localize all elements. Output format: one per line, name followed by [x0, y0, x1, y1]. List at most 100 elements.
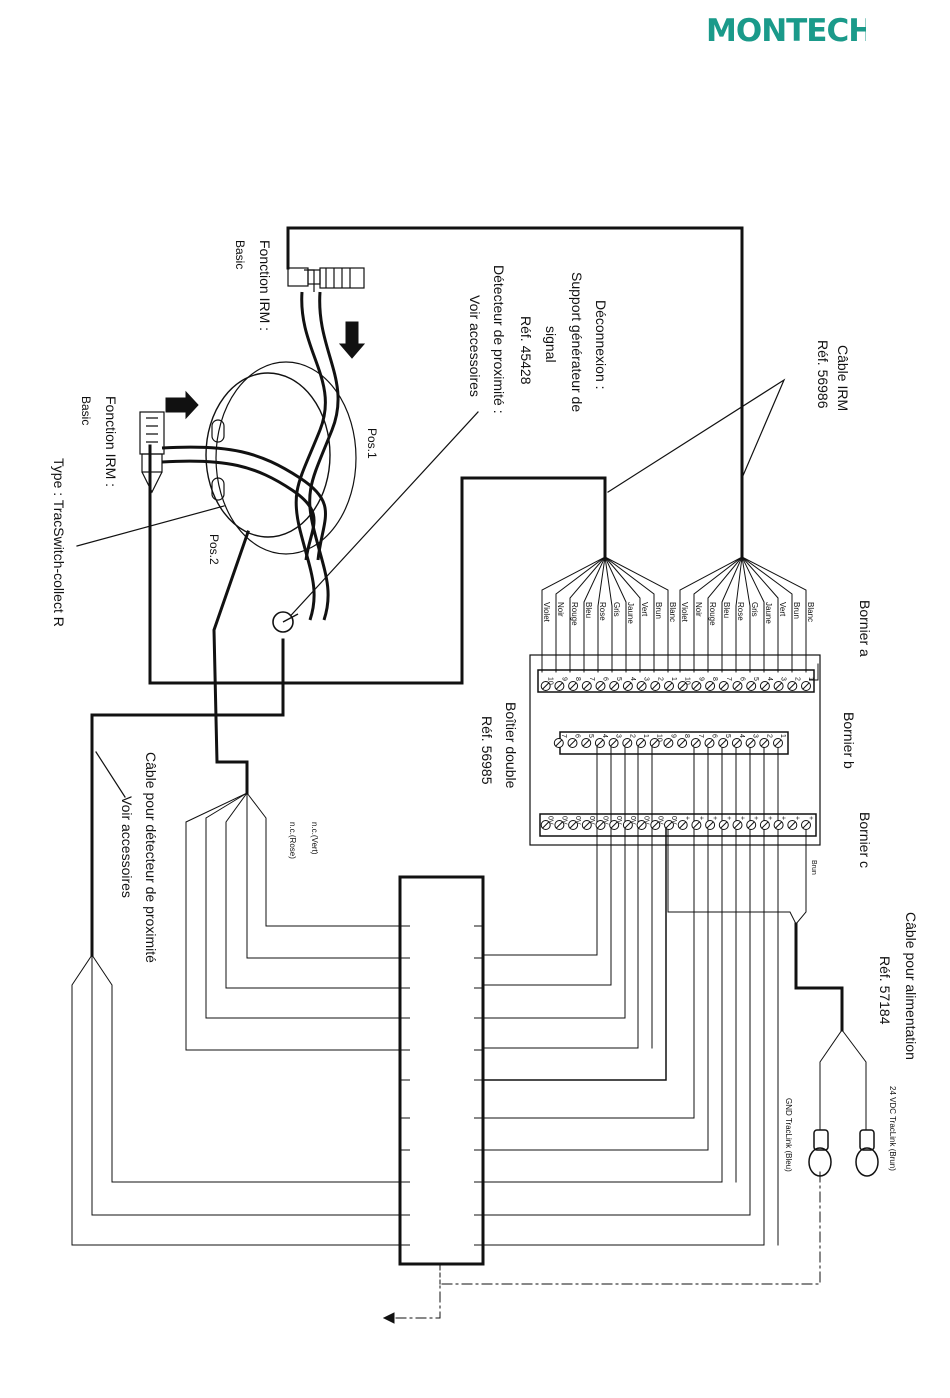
bornier-c-number: 0V: [588, 816, 595, 825]
wire-color-labels: BlancBrunVertJauneGrisRoseBleuRougeNoirV…: [542, 602, 815, 626]
bornier-a-number: 5: [752, 677, 759, 681]
wire-label-b-7: Rouge: [570, 602, 579, 626]
double-box-outline: [529, 654, 821, 846]
wire-label-a-5: Rose: [736, 602, 745, 621]
bornier-b-number: 6: [711, 734, 718, 738]
wire-label-b-4: Gris: [612, 602, 621, 617]
bornier-b-number: 7: [697, 734, 704, 738]
wire-label-a-4: Gris: [750, 602, 759, 617]
bornier-b-number: 2: [765, 734, 772, 738]
bornier-c-number: 0V: [574, 816, 581, 825]
bornier-a-fan: [541, 556, 807, 673]
bornier-a-number: 8: [574, 677, 581, 681]
bornier-a-number: 4: [629, 677, 636, 681]
bornier-a-number: 7: [588, 677, 595, 681]
bornier-c-strip: [539, 813, 817, 837]
terminal-group: [540, 681, 811, 830]
bornier-c-number: +: [766, 816, 773, 820]
prox-cable-label: Câble pour détecteur de proximité: [143, 752, 159, 963]
bornier-a-number: 2: [656, 677, 663, 681]
brun-label: Brun: [810, 860, 817, 875]
montech-logo: MONTECH: [706, 8, 874, 52]
power-cable-ref-label: Réf. 57184: [877, 956, 893, 1025]
bornier-c-number: +: [752, 816, 759, 820]
gnd-label: GND TracLink (Bleu): [784, 1098, 793, 1172]
irm-cable-label: Câble IRM: [835, 345, 851, 411]
wire-label-a-6: Bleu: [722, 602, 731, 618]
leader-lines: [76, 378, 786, 798]
pos2-label: Pos.2: [207, 534, 221, 565]
bornier-b-number: 6: [574, 734, 581, 738]
bornier-a-number: 10: [684, 677, 691, 685]
bornier-c-number: 0V: [560, 816, 567, 825]
bornier-c-number: +: [684, 816, 691, 820]
bornier-a-strip: [537, 669, 815, 693]
bornier-b-number: 7: [560, 734, 567, 738]
bornier-a-number: 3: [643, 677, 650, 681]
bornier-c-number: +: [807, 816, 814, 820]
bornier-c-0v-wire: [482, 824, 667, 1081]
wire-label-a-7: Rouge: [708, 602, 717, 626]
bornier-a-number: 1: [670, 677, 677, 681]
bornier-b-number: 4: [601, 734, 608, 738]
bornier-b-number: 5: [724, 734, 731, 738]
bornier-b-number: 5: [587, 734, 594, 738]
see-accessories-label: Voir accessoires: [467, 295, 483, 397]
bornier-c-number: 0V: [602, 816, 609, 825]
bornier-a-number: 3: [780, 677, 787, 681]
wire-label-b-0: Blanc: [668, 602, 677, 622]
wire-label-b-5: Rose: [598, 602, 607, 621]
track-secondary: [161, 445, 327, 561]
bornier-c-number: 0V: [629, 816, 636, 825]
wire-label-a-8: Noir: [694, 602, 703, 617]
track-primary-edge: [308, 291, 340, 621]
bornier-a-number: 6: [602, 677, 609, 681]
bornier-b-number: 4: [738, 734, 745, 738]
wire-label-a-9: Violet: [680, 602, 689, 623]
left-cables: [71, 954, 406, 1246]
irm-function-left-label: Fonction IRM :: [103, 396, 119, 487]
wire-label-a-3: Jaune: [764, 602, 773, 624]
bornier-b-number: 3: [752, 734, 759, 738]
bornier-c-number: 0V: [547, 816, 554, 825]
vdc-label: 24 VDC TracLink (Brun): [888, 1086, 897, 1171]
power-fan: [819, 1029, 867, 1131]
clamp-bottom: [211, 477, 225, 501]
irm-connector-top: [287, 267, 365, 289]
nc-vert-label: n.c.(Vert): [310, 822, 319, 855]
bornier-a-number: 5: [615, 677, 622, 681]
power-cable-label: Câble pour alimentation: [903, 912, 919, 1060]
disconnection-ref-label: Réf. 45428: [518, 316, 534, 385]
type-label: Type : TracSwitch-collect R: [51, 458, 67, 627]
bornier-c-label: Bornier c: [857, 812, 873, 868]
switch-mechanism: [161, 269, 357, 633]
bornier-c-number: +: [711, 816, 718, 820]
prox-cable-sub-label: Voir accessoires: [119, 796, 135, 898]
nc-rose-label: n.c.(Rose): [288, 822, 297, 859]
wire-label-b-3: Jaune: [626, 602, 635, 624]
irm-function-top-label: Fonction IRM :: [257, 240, 273, 331]
disconnection-label-3: signal: [543, 326, 559, 363]
logo-text: MONTECH: [706, 13, 866, 49]
arrow-left-icon: [382, 1312, 395, 1324]
irm-connector-left: [139, 411, 165, 494]
bornier-b-number: 9: [669, 734, 676, 738]
bornier-b-number: 3: [615, 734, 622, 738]
wire-label-b-9: Violet: [542, 602, 551, 623]
arrows: [165, 321, 395, 1324]
double-box-ref-label: Réf. 56985: [479, 716, 495, 785]
bornier-b-wires: [482, 742, 779, 1246]
double-box-label: Boîtier double: [503, 702, 519, 789]
wire-label-b-8: Noir: [556, 602, 565, 617]
wire-label-b-1: Brun: [654, 602, 663, 619]
track-primary: [294, 291, 327, 621]
irm-cable-ref-label: Réf. 56986: [815, 340, 831, 409]
bornier-c-number: 0V: [643, 816, 650, 825]
dashed-return-line: [383, 1171, 821, 1319]
bornier-c-number: 0V: [656, 816, 663, 825]
turntable-inner: [205, 372, 331, 538]
